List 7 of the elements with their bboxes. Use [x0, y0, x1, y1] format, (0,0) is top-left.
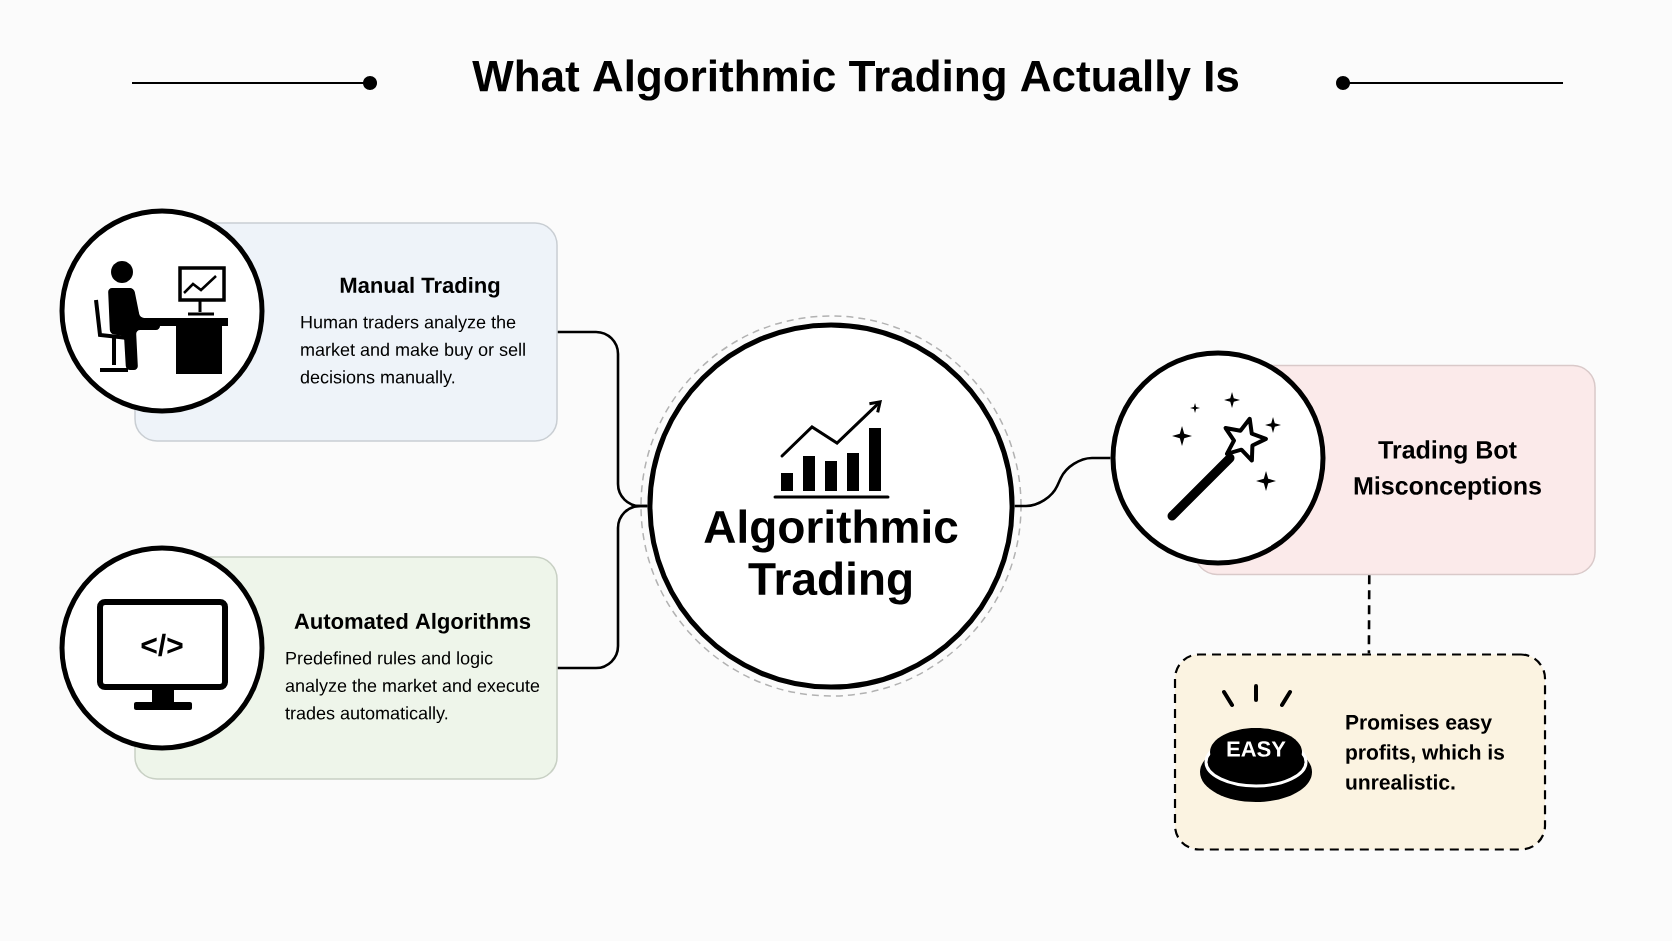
connector-line — [557, 504, 648, 670]
code-symbol: </> — [141, 633, 183, 657]
button-label: EASY — [1227, 741, 1286, 757]
title: What Algorithmic Trading Actually Is — [472, 59, 1239, 101]
icon-circle — [1110, 350, 1326, 566]
connector-line — [1367, 575, 1371, 654]
connector-line — [1014, 456, 1111, 508]
